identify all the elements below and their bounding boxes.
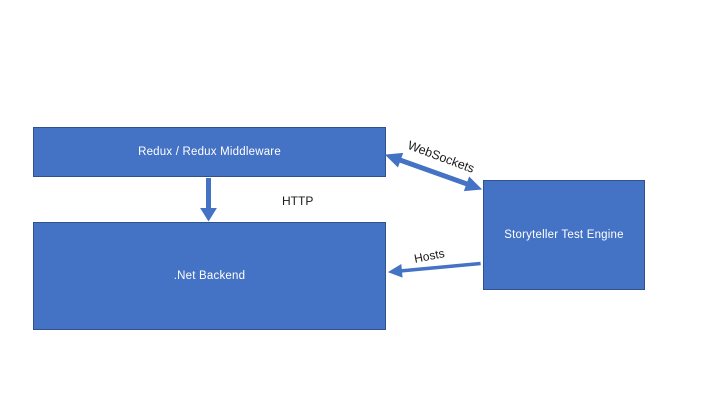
- edge-label-websockets: WebSockets: [405, 138, 477, 176]
- node-dotnet-backend-label: .Net Backend: [173, 270, 246, 282]
- edge-label-hosts: Hosts: [412, 246, 446, 266]
- node-storyteller-test-engine-label: Storyteller Test Engine: [504, 229, 624, 241]
- edge-label-http: HTTP: [282, 194, 314, 208]
- node-storyteller-test-engine: Storyteller Test Engine: [483, 180, 645, 290]
- http-arrow-icon: [200, 178, 217, 222]
- node-redux-middleware: Redux / Redux Middleware: [33, 127, 386, 177]
- node-redux-middleware-label: Redux / Redux Middleware: [138, 146, 281, 158]
- node-dotnet-backend: .Net Backend: [33, 222, 386, 330]
